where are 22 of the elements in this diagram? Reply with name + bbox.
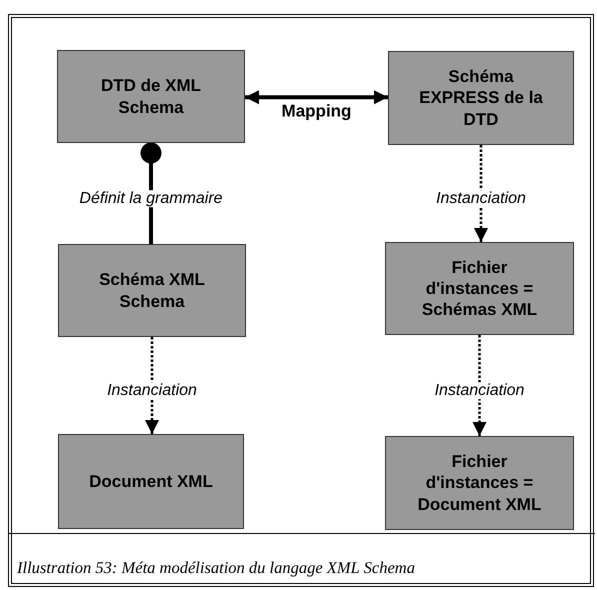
process-box — [385, 242, 574, 335]
box-label: Document XML — [89, 470, 213, 492]
edge-label: Définit la grammaire — [77, 190, 225, 208]
dashed-arrow — [472, 335, 486, 436]
edge-label: Instanciation — [432, 382, 526, 400]
box-label: Fichier d'instances = Schémas XML — [420, 256, 538, 320]
process-box — [385, 436, 574, 530]
box-label: Schéma XML Schema — [98, 269, 206, 312]
box-label: DTD de XML Schema — [100, 75, 202, 118]
dashed-arrow — [474, 145, 488, 242]
box-label: Fichier d'instances = Document XML — [416, 451, 542, 515]
edge-label: Instanciation — [105, 382, 199, 400]
box-label: Schéma EXPRESS de la DTD — [418, 66, 544, 130]
process-box — [57, 50, 245, 143]
process-box — [388, 51, 574, 145]
process-box — [58, 244, 246, 337]
edge-label: Mapping — [280, 102, 354, 122]
edge-label: Instanciation — [434, 190, 528, 208]
process-box — [58, 434, 244, 529]
connector — [245, 90, 388, 104]
figure-caption: Illustration 53: Méta modélisation du langage XML Schema — [9, 533, 595, 578]
dashed-arrow — [145, 337, 159, 434]
